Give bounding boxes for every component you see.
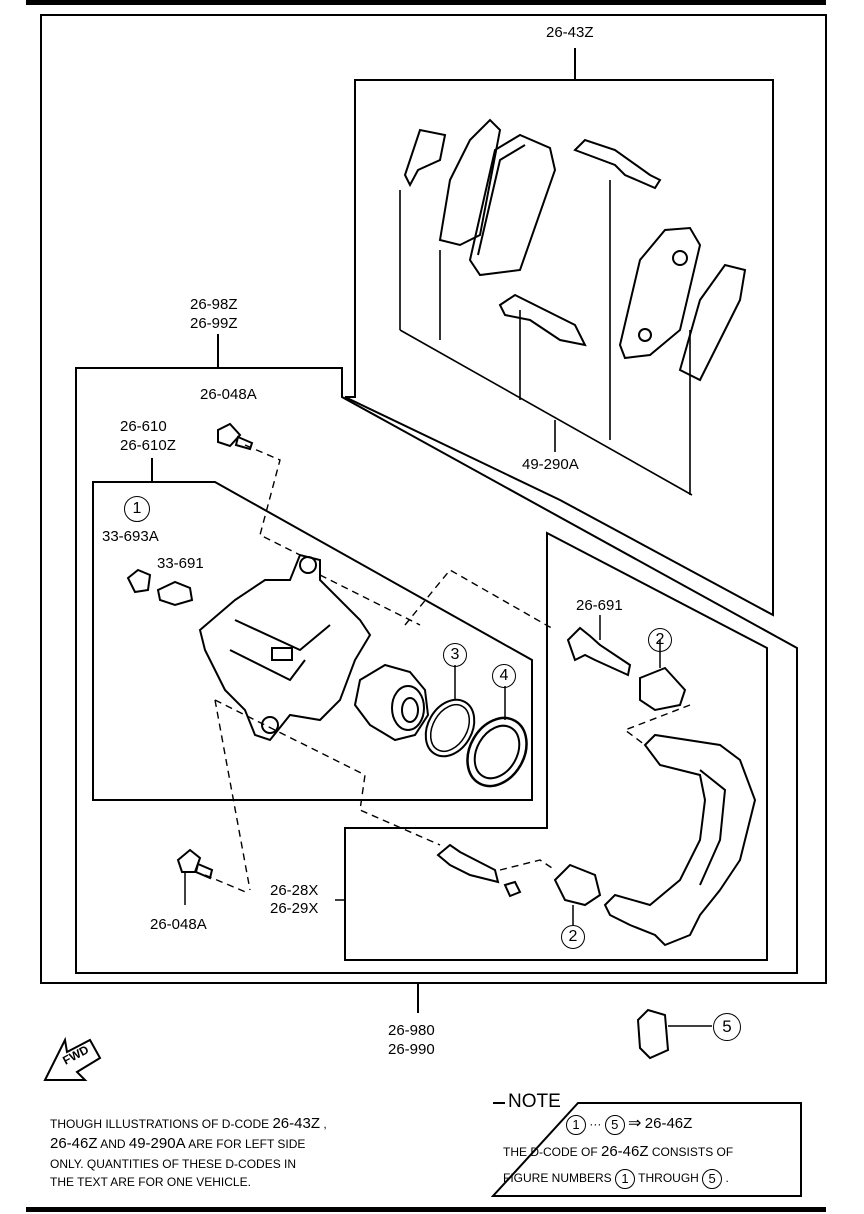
note-line-3: FIGURE NUMBERS 1 THROUGH 5 .: [503, 1166, 729, 1190]
footnote-text-1c: ,: [320, 1117, 327, 1131]
label-bleeder-cap: 33-693A: [102, 528, 159, 545]
bottom-border-bar: [26, 1207, 826, 1212]
footnote-code-1: 26-43Z: [272, 1115, 320, 1132]
callout-4: 4: [492, 664, 516, 688]
note-range-to: 5: [604, 1114, 625, 1135]
footnote-code-3: 49-290A: [128, 1135, 186, 1152]
note-line2-c: CONSISTS OF: [648, 1145, 734, 1159]
pad-kit-frame-border: [355, 80, 773, 615]
note-title: NOTE: [505, 1092, 564, 1112]
footnote-text-2b: AND: [97, 1137, 129, 1151]
label-brake-assy-1: 26-980: [388, 1022, 435, 1039]
callout-2-top: 2: [648, 628, 672, 652]
outer-frame: [40, 14, 827, 984]
callout-2-bottom: 2: [561, 925, 585, 949]
note-line3-to: 5: [702, 1168, 723, 1189]
note-range-dots: ···: [589, 1117, 602, 1131]
note-arrow: ⇒: [628, 1115, 642, 1132]
note-line3-c: THROUGH: [638, 1171, 699, 1185]
label-bleeder-screw: 33-691: [157, 555, 204, 572]
note-box: [490, 1102, 802, 1197]
label-pad-kit: 26-43Z: [546, 24, 594, 41]
label-caliper-2: 26-610Z: [120, 437, 176, 454]
label-shim-kit: 49-290A: [522, 456, 579, 473]
label-bolt-bottom: 26-048A: [150, 916, 207, 933]
fwd-arrow-shape: [43, 1036, 102, 1081]
label-guide-pin-lower-2: 26-29X: [270, 900, 319, 917]
label-brake-assy-2: 26-990: [388, 1041, 435, 1058]
top-border-bar: [26, 0, 826, 5]
note-range-from: 1: [566, 1114, 586, 1135]
bracket-frame: [344, 531, 768, 961]
label-caliper-assy-1: 26-98Z: [190, 296, 238, 313]
pad-kit-frame: [344, 79, 774, 617]
label-guide-pin-top: 26-691: [576, 597, 623, 614]
footnote-line-2: 26-46Z AND 49-290A ARE FOR LEFT SIDE: [50, 1134, 305, 1154]
label-caliper-assy-2: 26-99Z: [190, 315, 238, 332]
footnote-line-3: ONLY. QUANTITIES OF THESE D-CODES IN: [50, 1157, 297, 1171]
label-guide-pin-lower-1: 26-28X: [270, 882, 319, 899]
note-line2-b: 26-46Z: [601, 1143, 649, 1160]
callout-5: 5: [713, 1013, 741, 1041]
note-line3-from: 1: [615, 1168, 636, 1189]
footnote-text-1a: THOUGH ILLUSTRATIONS OF D-CODE: [50, 1117, 273, 1131]
note-range-line: 1 ··· 5 ⇒ 26-46Z: [566, 1112, 692, 1136]
note-line-2: THE D-CODE OF 26-46Z CONSISTS OF: [503, 1140, 733, 1164]
callout-1: 1: [124, 496, 150, 522]
footnote-code-2: 26-46Z: [50, 1135, 98, 1152]
note-line3-a: FIGURE NUMBERS: [503, 1171, 612, 1185]
caliper-frame: [92, 481, 533, 801]
label-caliper-1: 26-610: [120, 418, 167, 435]
callout-3: 3: [443, 643, 467, 667]
note-line2-a: THE D-CODE OF: [503, 1145, 601, 1159]
footnote-text-2d: ARE FOR LEFT SIDE: [185, 1137, 306, 1151]
label-bolt-top: 26-048A: [200, 386, 257, 403]
note-kit-code: 26-46Z: [644, 1115, 693, 1132]
footnote-line-1: THOUGH ILLUSTRATIONS OF D-CODE 26-43Z ,: [50, 1114, 327, 1134]
footnote-line-4: THE TEXT ARE FOR ONE VEHICLE.: [50, 1175, 251, 1189]
shim-kit-frame: [399, 180, 691, 495]
caliper-assy-frame: [75, 367, 798, 974]
note-line3-e: .: [725, 1171, 729, 1185]
